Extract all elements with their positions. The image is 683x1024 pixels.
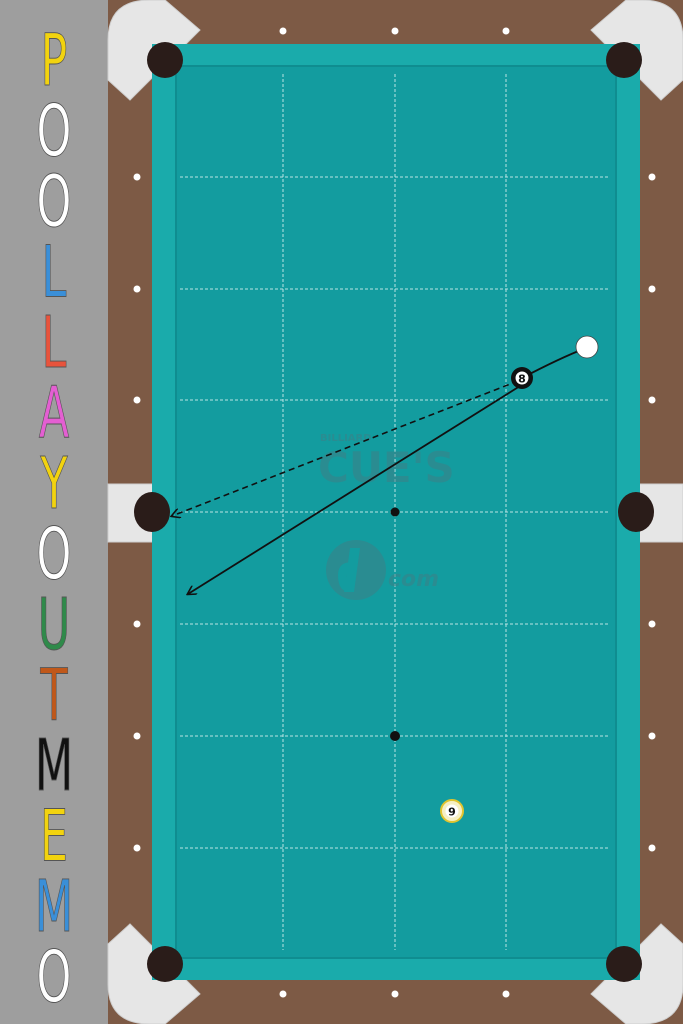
sight-left-3: [133, 396, 141, 404]
title-panel: [0, 0, 108, 1024]
title-letter-14: O: [36, 937, 71, 1020]
sight-right-5: [648, 732, 656, 740]
title-letter-1: P: [41, 20, 68, 103]
eight-ball-spot: [515, 371, 529, 385]
cue-ball-deflection-path: [188, 385, 521, 594]
watermark-logo-mark: [338, 548, 360, 592]
sight-right-6: [648, 844, 656, 852]
title-letter-13: M: [35, 866, 74, 949]
pocket-top-left: [147, 42, 183, 78]
title-letter-10: T: [40, 655, 69, 738]
sight-top-3: [502, 27, 510, 35]
nine-ball-spot: [445, 804, 459, 818]
title-letter-11: M: [35, 725, 74, 808]
pocket-bottom-left: [147, 946, 183, 982]
sight-left-1: [133, 173, 141, 181]
sight-bottom-3: [502, 990, 510, 998]
watermark-sub-text: com: [388, 567, 439, 592]
felt-grid: [180, 74, 610, 950]
sight-bottom-1: [279, 990, 287, 998]
center-spot: [390, 507, 400, 517]
eight-ball[interactable]: 8: [511, 367, 533, 389]
watermark-small-text: BILLIARD: [320, 433, 372, 444]
title-letter-8: O: [36, 514, 71, 597]
diamond-sights: [133, 27, 656, 998]
sight-right-4: [648, 620, 656, 628]
title-letter-12: E: [40, 796, 68, 879]
sight-left-2: [133, 285, 141, 293]
title-letter-6: A: [39, 373, 70, 456]
sight-top-1: [279, 27, 287, 35]
nine-ball-label: 9: [448, 806, 456, 819]
sight-left-4: [133, 620, 141, 628]
cue-ball[interactable]: [575, 335, 599, 359]
watermark-brand-text: CUE'S: [318, 443, 455, 492]
watermark: BILLIARD CUE'S com: [318, 433, 455, 600]
sight-right-1: [648, 173, 656, 181]
sight-left-5: [133, 732, 141, 740]
eight-ball-label: 8: [518, 373, 526, 386]
pocket-middle-left: [134, 492, 170, 532]
sight-top-2: [391, 27, 399, 35]
title-letter-7: Y: [40, 443, 69, 526]
object-ball-path: [172, 380, 519, 516]
pockets: [134, 42, 654, 982]
sight-left-6: [133, 844, 141, 852]
title-letter-9: U: [38, 584, 71, 667]
pocket-middle-right: [618, 492, 654, 532]
title-letter-5: L: [42, 302, 67, 385]
sight-bottom-2: [391, 990, 399, 998]
title-letter-4: L: [42, 232, 67, 315]
title-letter-3: O: [36, 161, 71, 244]
pocket-bottom-right: [606, 946, 642, 982]
sight-right-2: [648, 285, 656, 293]
pocket-top-right: [606, 42, 642, 78]
sight-right-3: [648, 396, 656, 404]
title-letter-2: O: [36, 91, 71, 174]
nine-ball[interactable]: 9: [440, 799, 464, 823]
foot-spot: [390, 731, 400, 741]
